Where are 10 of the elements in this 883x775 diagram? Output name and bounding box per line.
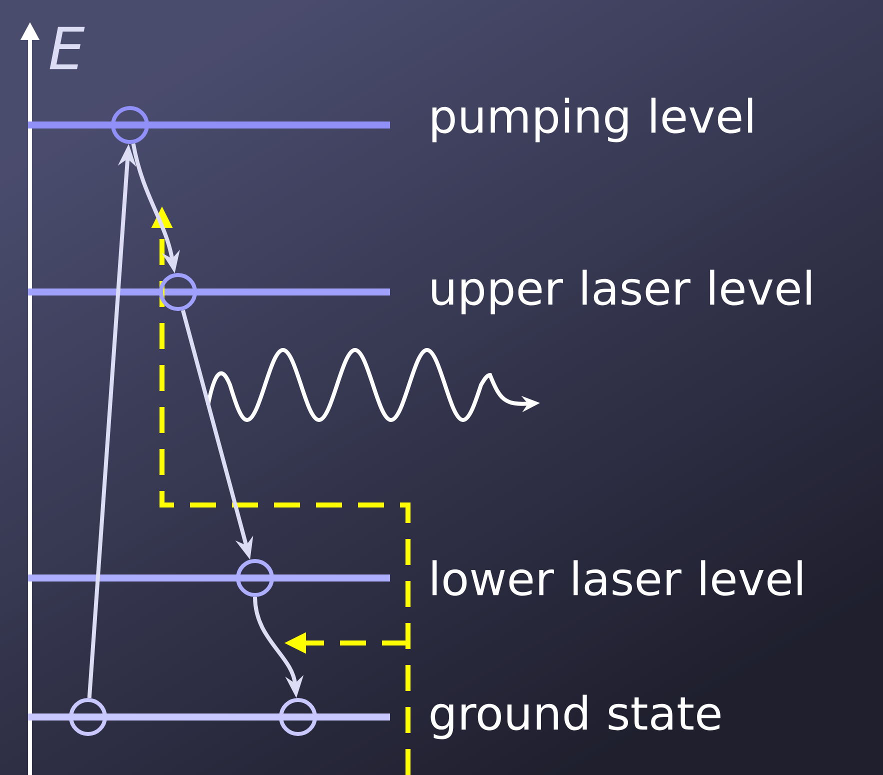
axis-label: E [50,26,85,70]
state-circle [69,698,107,736]
state-circle [236,559,274,597]
state-circle [159,273,197,311]
level-label: upper laser level [432,270,811,314]
level-label: lower laser level [432,560,802,596]
state-circle [279,698,317,736]
state-circle [111,106,149,144]
level-label: pumping level [432,98,752,142]
level-label: ground state [430,694,720,740]
